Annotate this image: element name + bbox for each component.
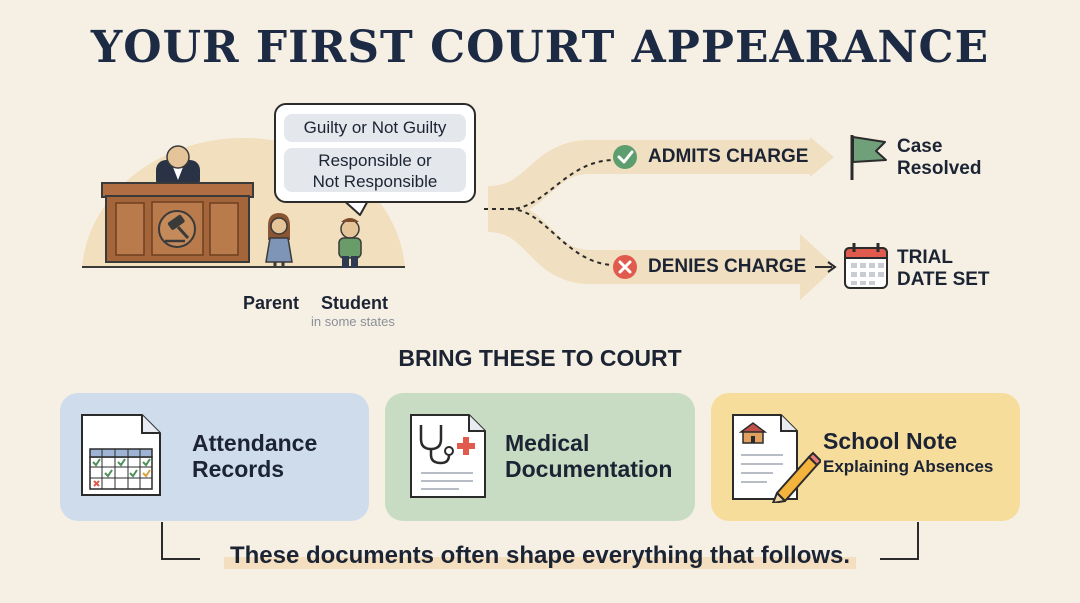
student-figure [338,218,362,268]
card-title: Attendance Records [192,430,317,482]
footer-text: These documents often shape everything t… [223,542,857,569]
card-title-line: Medical [505,430,590,456]
outcome-line: DATE SET [897,269,990,290]
bring-these-title: BRING THESE TO COURT [398,345,682,371]
student-label: Student [321,293,388,313]
page-title: YOUR FIRST COURT APPEARANCE [90,22,990,73]
card-subtitle: Explaining Absences [823,457,994,476]
plea-option-line1: Responsible or [318,151,432,170]
plea-option-line2: Not Responsible [312,172,438,191]
outcome-trial-date-set: TRIAL DATE SET [897,247,990,291]
flag-icon [850,135,887,180]
pencil-icon [772,451,821,503]
card-title-line: Records [192,456,285,482]
plea-option-guilty: Guilty or Not Guilty [284,114,466,142]
card-title-line: Documentation [505,456,673,482]
card-title-line: Attendance [192,430,318,456]
outcome-case-resolved: Case Resolved [897,136,981,180]
school-note-icon [732,414,821,503]
card-attendance-records: Attendance Records [60,393,369,521]
card-title: School Note [823,428,958,454]
card-medical-documentation: Medical Documentation [385,393,695,521]
plea-speech-bubble: Guilty or Not Guilty Responsible or Not … [274,103,476,203]
student-note: in some states [311,314,395,329]
attendance-grid-icon [81,414,161,496]
gavel-icon [158,210,196,248]
calendar-icon [844,243,888,289]
card-title: Medical Documentation [505,430,672,482]
school-icon [738,422,768,444]
denies-charge-label: DENIES CHARGE [648,256,807,277]
outcome-line: TRIAL [897,247,953,268]
stethoscope-icon [410,414,486,498]
outcome-line: Case [897,136,943,157]
plea-option-responsible: Responsible or Not Responsible [284,148,466,192]
admits-charge-label: ADMITS CHARGE [648,146,809,167]
outcome-line: Resolved [897,158,982,179]
check-icon [613,145,637,169]
parent-label: Parent [243,293,300,313]
card-school-note: School Note Explaining Absences [711,393,1020,521]
x-icon [613,255,637,279]
parent-figure [265,213,293,268]
decision-arrows [484,137,837,300]
footer-note: These documents often shape everything t… [0,542,1080,570]
